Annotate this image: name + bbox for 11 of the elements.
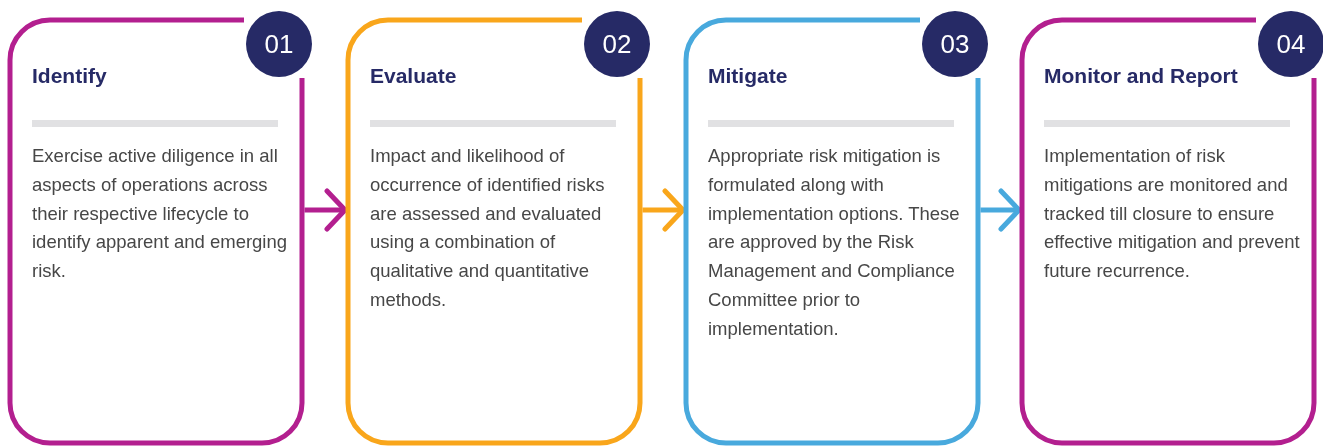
step-description: Exercise active diligence in all aspects of operations across their respective lifecycle to identify apparent and emerging risk. bbox=[32, 144, 289, 284]
arrow bbox=[304, 188, 348, 232]
arrow bbox=[980, 188, 1022, 232]
step-description: Impact and likelihood of occurrence of identified risks are assessed and evaluated using a combination of qualitative and quantitative methods. bbox=[370, 144, 606, 312]
step-heading: Monitor and Report bbox=[1044, 63, 1239, 89]
step-heading: Identify bbox=[32, 63, 108, 89]
step-heading: Mitigate bbox=[708, 63, 789, 89]
arrow bbox=[642, 188, 686, 232]
step-heading: Evaluate bbox=[370, 63, 458, 89]
step-description: Appropriate risk mitigation is formulated along with implementation options. These are approved by the Risk Management and Compliance Committee prior to implementation. bbox=[708, 144, 961, 341]
step-description: Implementation of risk mitigations are monitored and tracked till closure to ensure effective mitigation and prevent future recurrence. bbox=[1044, 144, 1301, 284]
